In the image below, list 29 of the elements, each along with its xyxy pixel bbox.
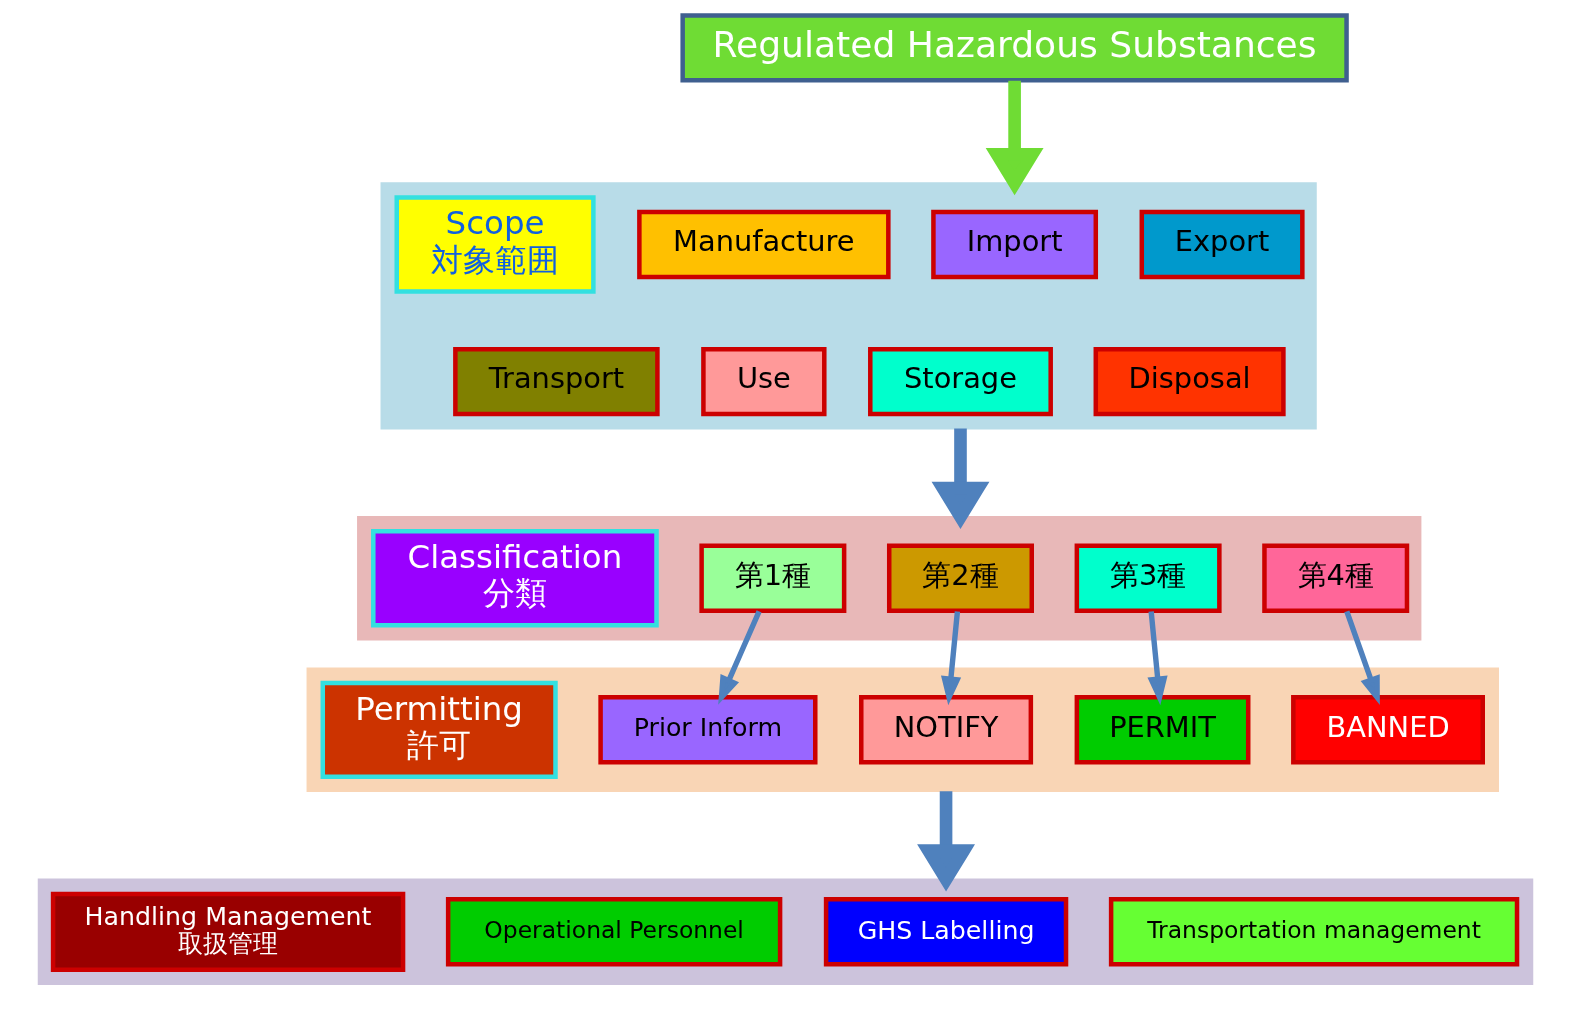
cluster [356,516,1421,641]
cluster [380,182,1317,430]
node-box: Transport [452,346,660,417]
cluster [306,667,1499,793]
node-box: Export [1139,209,1305,280]
node-box: Disposal [1093,346,1286,417]
node-box: Operational Personnel [445,897,782,967]
arrow [1146,611,1168,706]
node-box: Prior Inform [597,695,818,765]
node-box: Manufacture [636,209,891,280]
arrow [940,611,961,706]
node-box: Use [700,346,827,417]
node-box: Handling Management 取扱管理 [50,891,405,972]
node-box: Scope 対象範囲 [394,195,596,294]
node-box: Transportation management [1108,897,1519,967]
node-box: Classification 分類 [370,529,659,628]
node-box: GHS Labelling [823,897,1068,967]
node-box: 第4種 [1261,543,1409,613]
node-box: 第2種 [886,543,1034,613]
node-box: Permitting 許可 [320,680,558,779]
node-box: Import [930,209,1098,280]
node-box: Regulated Hazardous Substances [679,13,1349,83]
node-box: PERMIT [1074,695,1250,765]
node-box: Storage [867,346,1053,417]
node-box: 第3種 [1074,543,1222,613]
node-box: BANNED [1290,695,1485,765]
cluster [37,878,1533,986]
node-box: 第1種 [698,543,846,613]
node-box: NOTIFY [858,695,1033,765]
